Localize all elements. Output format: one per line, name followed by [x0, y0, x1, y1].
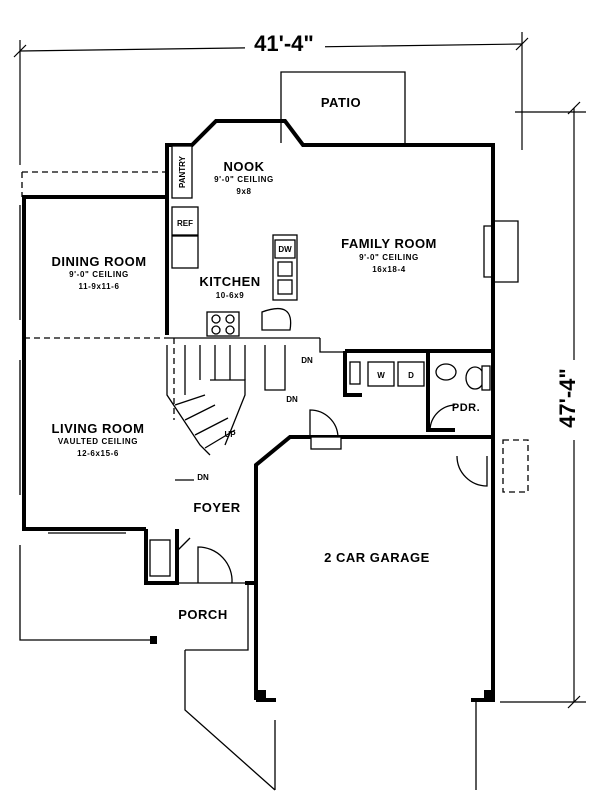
room-foyer: FOYER	[193, 500, 240, 515]
patio-label: PATIO	[321, 95, 361, 110]
family-room-size: 16x18-4	[372, 265, 406, 274]
nook-size: 9x8	[236, 187, 251, 196]
stair-down-side-label: DN	[286, 395, 298, 404]
depth-dimension: 47'-4"	[500, 101, 588, 709]
staircase: UP DN DN DN	[166, 345, 313, 482]
width-label: 41'-4"	[254, 31, 314, 56]
width-dimension: 41'-4"	[13, 30, 529, 165]
nook-label: NOOK	[224, 159, 265, 174]
room-living: LIVING ROOM VAULTED CEILING 12-6x15-6	[52, 421, 145, 458]
dining-room-ceiling: 9'-0" CEILING	[69, 270, 129, 279]
room-nook: NOOK 9'-0" CEILING 9x8	[214, 159, 274, 196]
garage-label: 2 CAR GARAGE	[324, 550, 430, 565]
porch: PORCH	[19, 545, 249, 651]
driveway	[184, 650, 477, 791]
stair-down-label: DN	[301, 356, 313, 365]
dw-label: DW	[278, 245, 292, 254]
family-room-label: FAMILY ROOM	[341, 236, 437, 251]
nook-ceiling: 9'-0" CEILING	[214, 175, 274, 184]
room-dining: DINING ROOM 9'-0" CEILING 11-9x11-6	[51, 254, 146, 291]
room-family: FAMILY ROOM 9'-0" CEILING 16x18-4	[341, 236, 437, 274]
living-room-ceiling: VAULTED CEILING	[58, 437, 138, 446]
family-room-ceiling: 9'-0" CEILING	[359, 253, 419, 262]
laundry-fixtures: W D PDR.	[349, 361, 491, 431]
ref-label: REF	[177, 219, 193, 228]
garage-door-posts	[256, 690, 494, 702]
foyer-label: FOYER	[193, 500, 240, 515]
kitchen-fixtures: PANTRY REF DW	[171, 145, 298, 337]
living-room-size: 12-6x15-6	[77, 449, 119, 458]
powder-room-label: PDR.	[452, 402, 480, 414]
dining-room-size: 11-9x11-6	[79, 282, 120, 291]
stair-up-label: UP	[224, 430, 236, 439]
dryer-label: D	[408, 371, 414, 380]
bump-out-outline	[21, 171, 167, 197]
porch-label: PORCH	[178, 607, 227, 622]
interior-walls	[19, 205, 493, 585]
living-room-label: LIVING ROOM	[52, 421, 145, 436]
stair-down-living-label: DN	[197, 473, 209, 482]
kitchen-size: 10-6x9	[216, 291, 245, 300]
depth-label: 47'-4"	[555, 368, 580, 428]
patio: PATIO	[280, 71, 406, 143]
exterior-walls	[22, 119, 519, 702]
room-kitchen: KITCHEN 10-6x9	[199, 274, 260, 300]
room-garage: 2 CAR GARAGE	[324, 550, 430, 565]
dining-room-label: DINING ROOM	[51, 254, 146, 269]
pantry-label: PANTRY	[178, 155, 187, 188]
doors	[149, 409, 529, 584]
kitchen-label: KITCHEN	[199, 274, 260, 289]
washer-label: W	[377, 371, 385, 380]
